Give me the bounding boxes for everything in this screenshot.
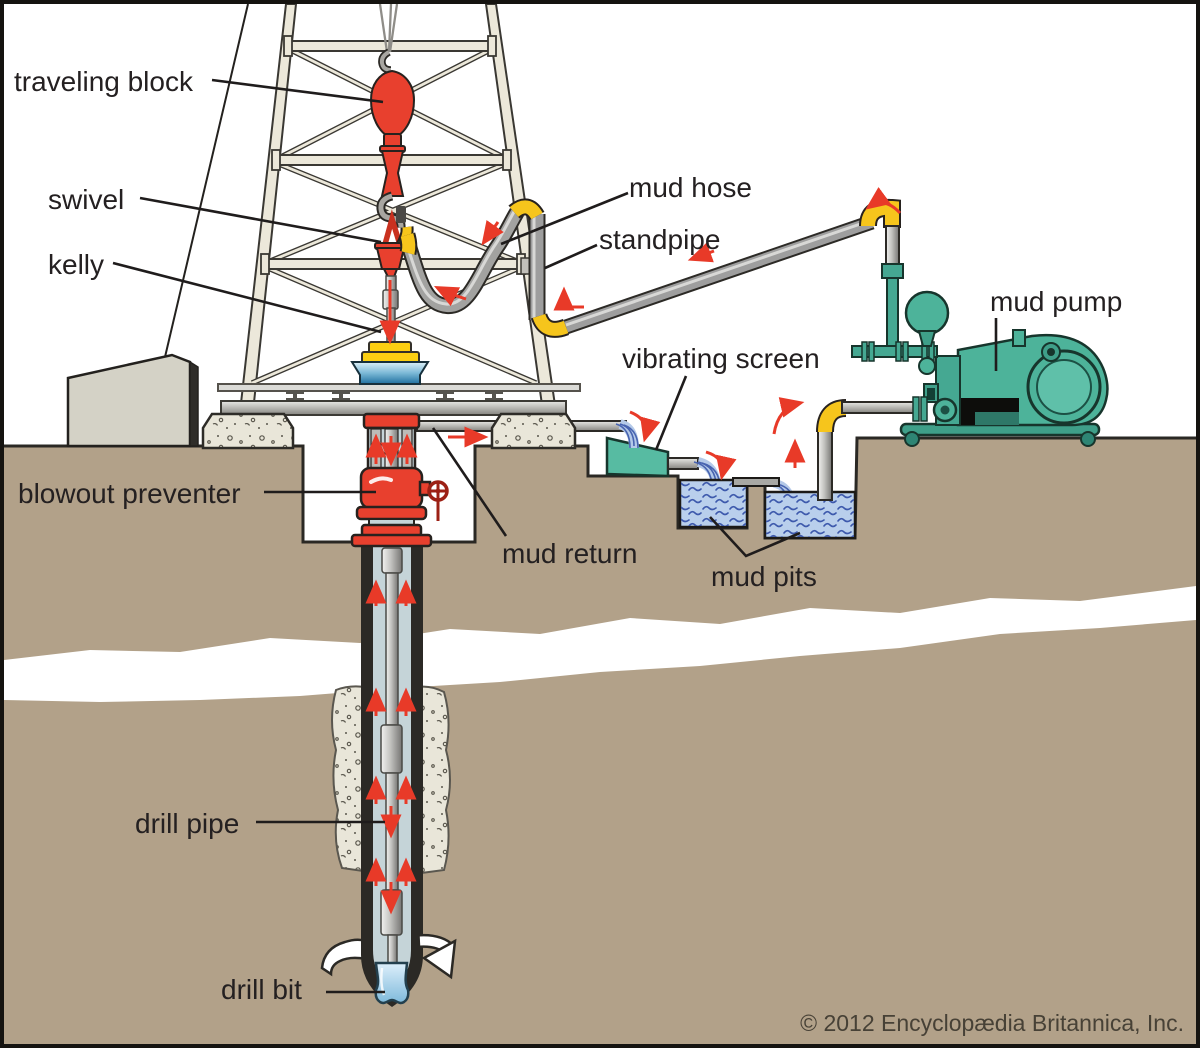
- pump-discharge-riser: [885, 225, 900, 267]
- label-traveling-block: traveling block: [14, 66, 194, 97]
- flow-arrow-hose: [481, 220, 504, 246]
- mud-pit-1-waves: [681, 481, 746, 526]
- tool-joint: [381, 547, 403, 574]
- pump-crankcase-inner: [1036, 359, 1092, 415]
- floor-i-beams: [286, 391, 503, 401]
- pointer-kelly: [112, 261, 382, 334]
- casing-head-base: [350, 533, 433, 548]
- suction-round-flange-hub: [940, 405, 950, 415]
- labels: traveling block swivel kelly mud hose st…: [14, 66, 1184, 1036]
- pointer-traveling-block: [211, 78, 384, 104]
- traveling-block-body: [369, 69, 416, 136]
- riser-coupling: [881, 263, 904, 279]
- label-mud-hose: mud hose: [629, 172, 752, 203]
- pump-opening-block: [975, 412, 1019, 425]
- rotary-table: [350, 361, 430, 385]
- label-mud-pits: mud pits: [711, 561, 817, 592]
- drill-pipe-segment: [385, 572, 399, 726]
- footing-right: [490, 412, 577, 450]
- mud-pits-group: [678, 477, 857, 540]
- swivel-body: [375, 247, 406, 270]
- hook: [379, 50, 392, 72]
- label-standpipe: standpipe: [599, 224, 720, 255]
- label-vibrating-screen: vibrating screen: [622, 343, 820, 374]
- swivel-bail: [381, 209, 404, 249]
- rotation-arrowhead: [421, 938, 457, 980]
- pit-weir-plate: [732, 477, 780, 487]
- label-mud-pump: mud pump: [990, 286, 1122, 317]
- drilling-cables: [378, 3, 399, 53]
- bop-highlight: [369, 476, 393, 484]
- flow-arrow-discharge-pipe: [687, 242, 715, 263]
- label-swivel: swivel: [48, 184, 124, 215]
- ground-fill: [4, 438, 1196, 1044]
- wellhead-top-flange: [362, 412, 421, 430]
- flow-arrow-top-elbow: [865, 187, 902, 215]
- pump-manifold: [851, 345, 938, 358]
- pump-roller-right: [1080, 431, 1096, 447]
- screen-outlet-pipe: [667, 457, 699, 470]
- label-blowout-preventer: blowout preventer: [18, 478, 241, 509]
- swivel-group: [374, 242, 407, 278]
- pump-suction-nub: [927, 388, 935, 400]
- guy-wire: [164, 3, 249, 358]
- pump-stub-pipe: [1012, 329, 1026, 347]
- pointer-mud-hose: [500, 191, 629, 246]
- bop-body: [359, 466, 424, 510]
- tool-joint: [380, 724, 403, 774]
- flow-arrow-suction-elbow: [772, 397, 805, 435]
- pump-roller-left: [904, 431, 920, 447]
- doghouse-side: [189, 360, 199, 447]
- pump-top-flange-hub: [1047, 348, 1055, 356]
- mud-pit-2-waves: [766, 493, 854, 537]
- pointer-mud-pits: [709, 516, 801, 558]
- pointer-standpipe: [544, 243, 598, 270]
- pointer-vibrating-screen: [654, 375, 688, 451]
- flow-arrow-screen-inflow: [629, 410, 661, 443]
- strata-break-band: [4, 586, 1196, 702]
- flow-arrow-hose-bottom: [433, 285, 467, 307]
- pulsation-dampener: [904, 290, 950, 336]
- ground: [4, 436, 1196, 1044]
- label-mud-return: mud return: [502, 538, 637, 569]
- doghouse-shed: [66, 353, 199, 448]
- suction-horizontal-pipe: [841, 401, 919, 414]
- label-drill-pipe: drill pipe: [135, 808, 239, 839]
- pointer-swivel: [139, 196, 382, 244]
- label-kelly: kelly: [48, 249, 104, 280]
- dampener-stem: [917, 330, 937, 347]
- hook-clamp: [396, 206, 406, 223]
- copyright-credit: © 2012 Encyclopædia Britannica, Inc.: [800, 1010, 1184, 1036]
- bop-handwheel: [427, 480, 449, 521]
- floor-upper-beam: [217, 383, 581, 392]
- flow-arrow-pit-inflow: [705, 450, 737, 481]
- pointer-mud-return: [431, 427, 508, 537]
- label-pointers: [112, 78, 998, 994]
- vibrating-screen: [605, 436, 670, 478]
- yellow-elbows: [398, 198, 901, 338]
- suction-flange-plate: [912, 396, 920, 422]
- solids-control: [605, 396, 958, 540]
- bit-sub: [387, 934, 398, 966]
- bop-flange-ring: [355, 505, 428, 521]
- block-links: [380, 150, 405, 197]
- flow-arrow-standpipe-turn: [553, 286, 584, 311]
- discharge-pipe: [564, 216, 874, 333]
- discharge-pipe-highlight: [565, 218, 873, 327]
- label-drill-bit: drill bit: [221, 974, 302, 1005]
- suction-flange-plate-2: [920, 396, 928, 422]
- suction-pipe: [817, 426, 833, 501]
- manifold-valve: [918, 357, 936, 375]
- traveling-block-group: [369, 69, 416, 197]
- flow-arrows: [365, 187, 902, 915]
- footing-left: [201, 412, 295, 450]
- riser-teal-pipe: [886, 277, 899, 349]
